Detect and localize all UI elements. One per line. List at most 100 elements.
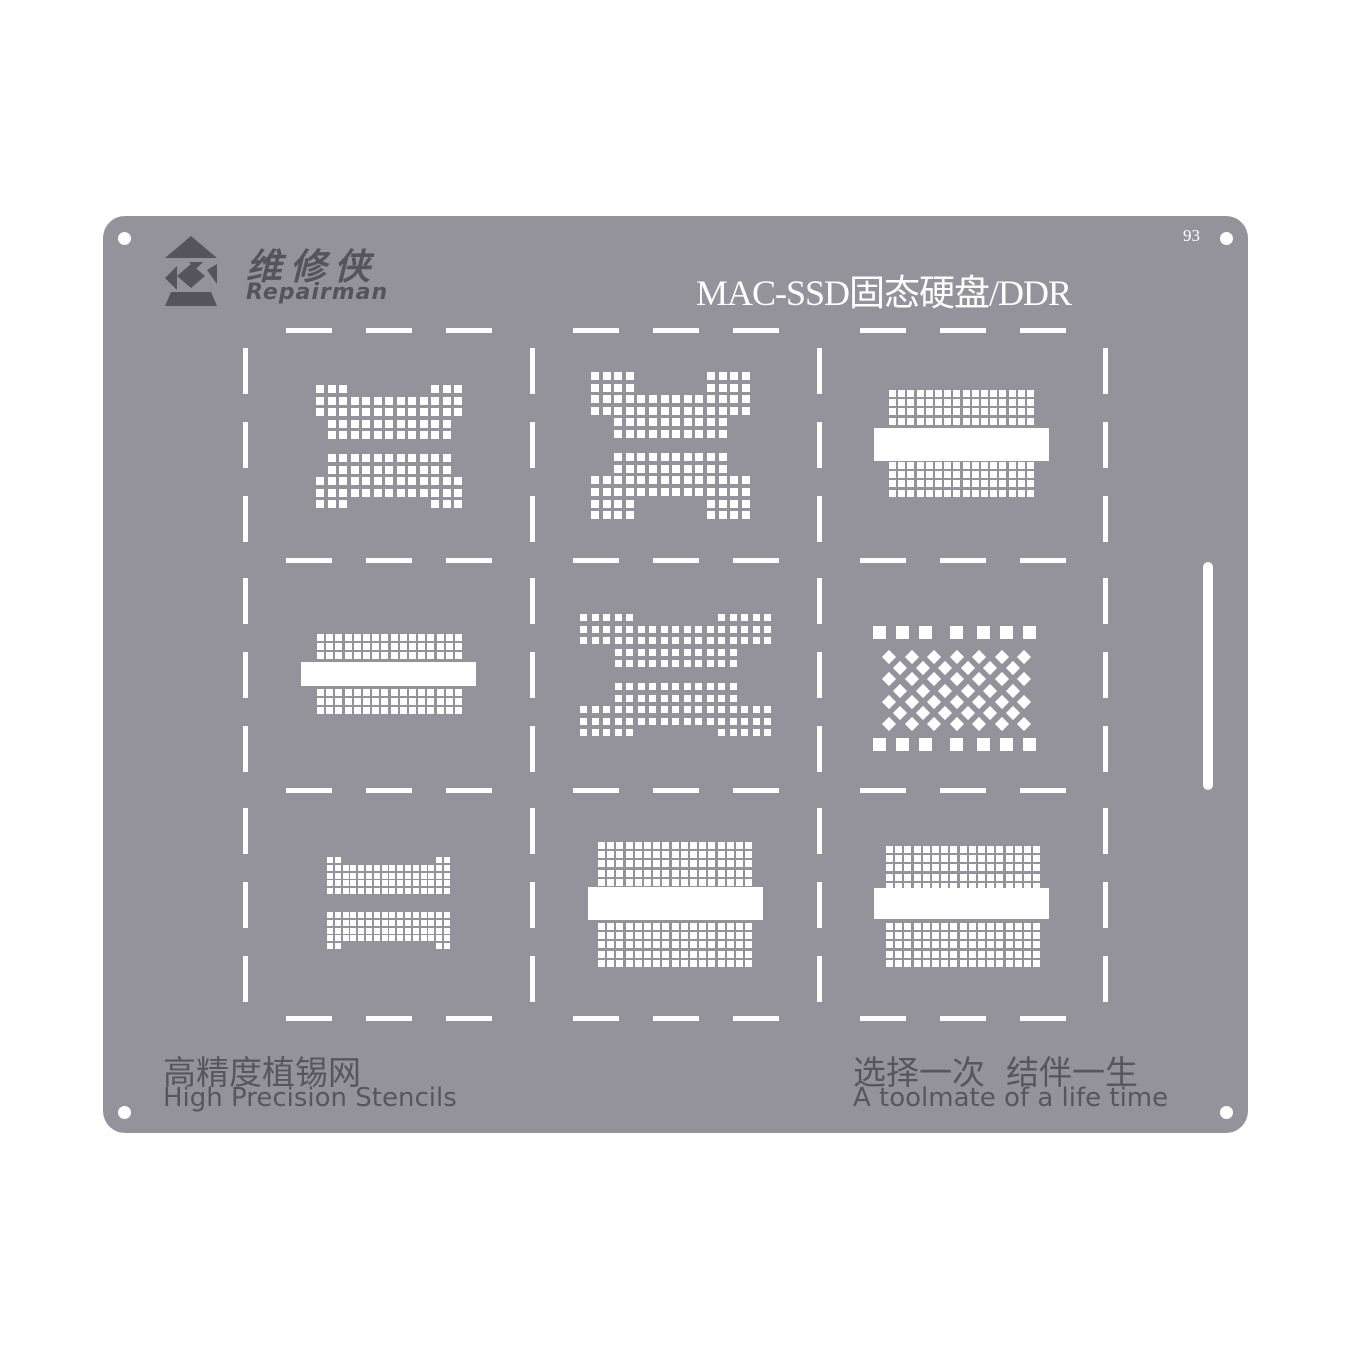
solder-ball-pad (662, 959, 670, 967)
cut-line-dash (817, 956, 822, 1002)
cut-line-dash (530, 882, 535, 928)
solder-ball-pad (1008, 462, 1016, 469)
square-pad (950, 738, 963, 751)
solder-ball-pad (381, 652, 389, 660)
solder-ball-pad (1005, 882, 1013, 890)
solder-ball-pad (607, 923, 615, 930)
solder-ball-pad (603, 637, 610, 644)
cut-line-dash (860, 788, 906, 793)
solder-ball-pad (718, 625, 725, 633)
solder-ball-pad (390, 689, 398, 696)
solder-ball-pad (889, 489, 896, 497)
solder-ball-pad (634, 878, 642, 886)
solder-ball-pad (1033, 873, 1041, 881)
solder-ball-pad (729, 614, 737, 621)
solder-ball-pad (971, 471, 979, 479)
solder-ball-pad (602, 406, 611, 415)
solder-ball-pad (334, 880, 341, 887)
solder-ball-pad (941, 855, 949, 863)
solder-ball-pad (408, 431, 416, 439)
solder-ball-pad (913, 941, 921, 949)
solder-ball-pad (373, 880, 380, 887)
solder-ball-pad (959, 873, 967, 881)
solder-ball-pad (1017, 408, 1025, 416)
cut-line-dash (940, 558, 986, 563)
solder-ball-pad (326, 643, 334, 651)
solder-ball-pad (699, 851, 707, 859)
solder-ball-pad (420, 919, 427, 926)
solder-ball-pad (591, 383, 599, 392)
cut-line-dash (530, 652, 535, 698)
solder-ball-pad (408, 454, 416, 462)
solder-ball-pad (591, 395, 599, 404)
solder-ball-pad (442, 396, 451, 405)
solder-ball-pad (396, 419, 405, 428)
solder-ball-pad (886, 941, 893, 949)
solder-ball-pad (935, 408, 942, 416)
solder-ball-pad (342, 927, 349, 934)
solder-ball-pad (366, 935, 372, 942)
solder-ball-pad (326, 707, 334, 715)
solder-ball-pad (1014, 959, 1022, 967)
solder-ball-pad (707, 464, 715, 473)
solder-ball-pad (412, 935, 419, 942)
solder-ball-pad (895, 941, 903, 949)
solder-ball-pad (436, 698, 444, 706)
solder-ball-pad (444, 857, 450, 863)
solder-ball-pad (913, 873, 921, 881)
solder-ball-pad (695, 717, 702, 725)
solder-ball-pad (625, 476, 634, 485)
solder-ball-pad (419, 465, 428, 474)
solder-ball-pad (904, 873, 912, 881)
solder-ball-pad (683, 706, 691, 713)
solder-ball-pad (990, 462, 998, 469)
solder-ball-pad (950, 873, 958, 881)
solder-ball-pad (405, 888, 411, 895)
solder-ball-pad (925, 408, 933, 416)
solder-ball-pad (634, 851, 642, 859)
solder-ball-pad (580, 614, 587, 621)
solder-ball-pad (922, 864, 930, 872)
cut-line-dash (733, 558, 779, 563)
solder-ball-pad (932, 923, 939, 930)
solder-ball-pad (326, 652, 334, 660)
solder-ball-pad (335, 643, 343, 651)
solder-ball-pad (344, 707, 352, 715)
square-pad (919, 626, 932, 639)
solder-ball-pad (327, 927, 333, 934)
solder-ball-pad (431, 419, 439, 428)
solder-ball-pad (730, 488, 739, 496)
solder-ball-pad (695, 406, 704, 415)
solder-ball-pad (968, 855, 976, 863)
solder-ball-pad (981, 417, 988, 425)
solder-ball-pad (580, 706, 587, 713)
solder-ball-pad (372, 698, 380, 706)
solder-ball-pad (653, 959, 661, 967)
solder-ball-pad (399, 643, 407, 651)
solder-ball-pad (990, 489, 998, 497)
solder-ball-pad (625, 488, 634, 496)
solder-ball-pad (603, 717, 610, 725)
solder-ball-pad (729, 729, 737, 736)
solder-ball-pad (895, 923, 903, 930)
solder-ball-pad (741, 717, 748, 725)
solder-ball-pad (327, 488, 336, 497)
solder-ball-pad (1017, 480, 1025, 488)
solder-ball-pad (741, 614, 748, 621)
solder-ball-pad (730, 511, 739, 520)
solder-ball-pad (637, 683, 645, 690)
solder-ball-pad (591, 729, 599, 736)
solder-ball-pad (412, 864, 419, 871)
solder-ball-pad (671, 923, 679, 930)
solder-ball-pad (342, 872, 349, 879)
solder-ball-pad (420, 912, 427, 918)
solder-ball-pad (729, 717, 737, 725)
square-pad (1000, 738, 1013, 751)
solder-ball-pad (764, 706, 771, 713)
solder-ball-pad (649, 706, 656, 713)
solder-ball-pad (695, 395, 704, 404)
cut-line-dash (573, 328, 619, 333)
solder-ball-pad (707, 511, 715, 520)
solder-ball-pad (907, 471, 915, 479)
solder-ball-pad (1024, 959, 1031, 967)
